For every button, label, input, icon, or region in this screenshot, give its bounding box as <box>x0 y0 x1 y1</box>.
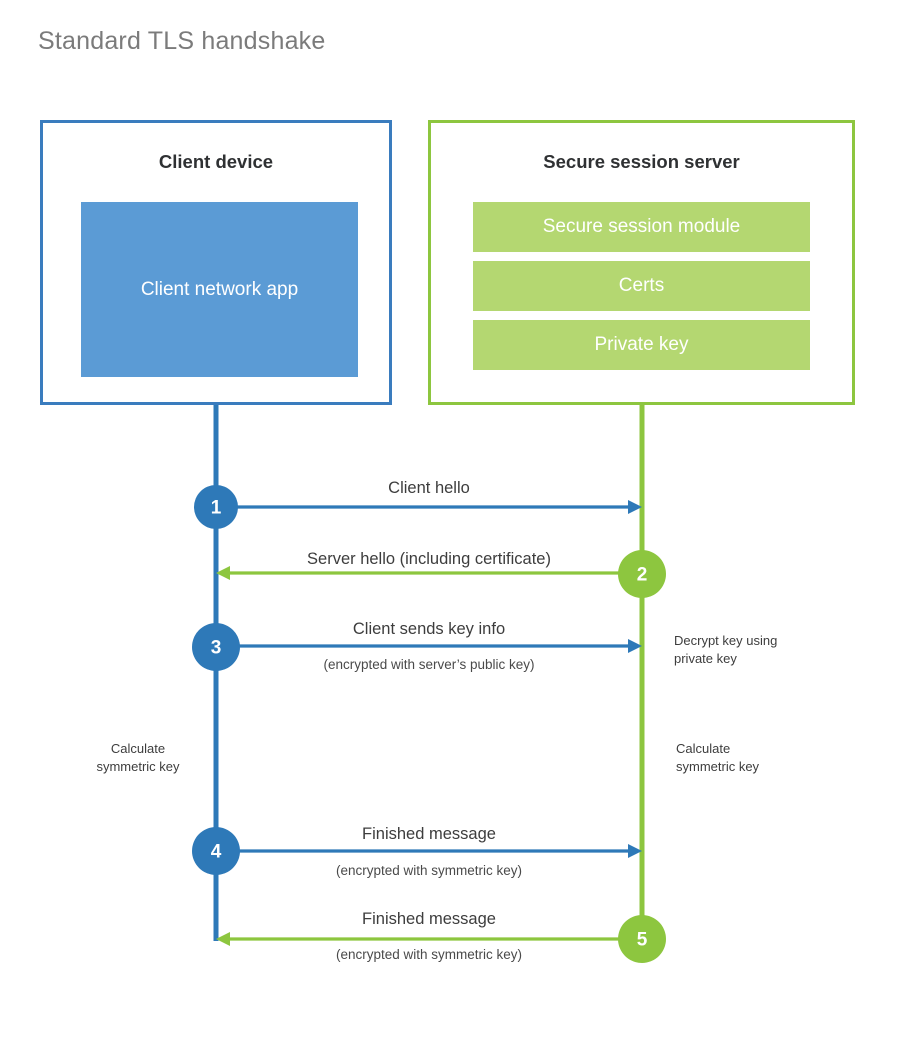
step-5-arrow <box>216 932 642 946</box>
server-module-list: Secure session module Certs Private key <box>473 202 810 370</box>
step-node-1-number: 1 <box>211 498 222 519</box>
step-4-arrow <box>216 844 642 858</box>
calculate-symmetric-key-server-note: Calculate symmetric key <box>676 741 760 774</box>
step-3-label: Client sends key info <box>352 620 506 638</box>
step-node-2[interactable]: 2 <box>618 550 666 598</box>
secure-session-server-title: Secure session server <box>543 151 740 172</box>
calculate-symmetric-key-client-note: Calculate symmetric key <box>96 741 180 774</box>
step-2-arrow <box>216 566 642 580</box>
step-1-arrow <box>216 500 642 514</box>
step-5-sublabel: (encrypted with symmetric key) <box>335 947 523 962</box>
step-1-label: Client hello <box>388 479 470 497</box>
step-4-label: Finished message <box>362 825 496 843</box>
step-node-5[interactable]: 5 <box>618 915 666 963</box>
server-module-private-key: Private key <box>473 320 810 370</box>
step-2-label: Server hello (including certificate) <box>307 550 551 568</box>
page-title: Standard TLS handshake <box>38 27 326 55</box>
step-node-4[interactable]: 4 <box>192 827 240 875</box>
server-module-certs: Certs <box>473 261 810 311</box>
client-network-app-box: Client network app <box>81 202 358 377</box>
step-5-label: Finished message <box>362 910 496 928</box>
step-4-sublabel: (encrypted with symmetric key) <box>335 863 523 878</box>
step-node-2-number: 2 <box>637 565 648 586</box>
server-module-secure-session-module: Secure session module <box>473 202 810 252</box>
client-device-title: Client device <box>158 151 274 172</box>
decrypt-key-note: Decrypt key using private key <box>674 633 778 666</box>
step-node-5-number: 5 <box>637 930 648 951</box>
step-3-sublabel: (encrypted with server’s public key) <box>323 657 535 672</box>
step-node-3[interactable]: 3 <box>192 623 240 671</box>
client-device-panel: Client device Client network app <box>40 120 392 405</box>
secure-session-server-panel: Secure session server Secure session mod… <box>428 120 855 405</box>
step-node-1[interactable]: 1 <box>194 485 238 529</box>
step-node-4-number: 4 <box>211 842 222 863</box>
step-3-arrow <box>216 639 642 653</box>
step-node-3-number: 3 <box>211 638 222 659</box>
